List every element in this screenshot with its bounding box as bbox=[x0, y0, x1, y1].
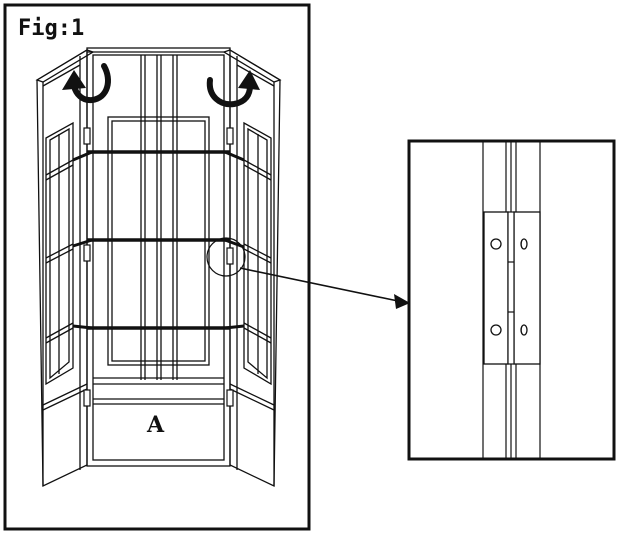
pointer-arrow-icon bbox=[239, 267, 410, 309]
center-panel bbox=[86, 47, 231, 467]
horizontal-bars bbox=[87, 150, 230, 330]
rotate-arrow-icon bbox=[206, 70, 260, 108]
hinge-detail-view bbox=[407, 139, 616, 461]
left-panel bbox=[35, 48, 95, 488]
hinge-icon bbox=[83, 127, 234, 407]
folding-screen bbox=[35, 47, 282, 488]
figure-frame bbox=[3, 3, 311, 531]
right-panel bbox=[222, 48, 282, 488]
part-label: A bbox=[146, 412, 165, 438]
figure-label: Fig:1 bbox=[18, 16, 84, 41]
detail-callout-circle bbox=[206, 237, 246, 277]
rotate-arrow-icon bbox=[62, 63, 111, 104]
